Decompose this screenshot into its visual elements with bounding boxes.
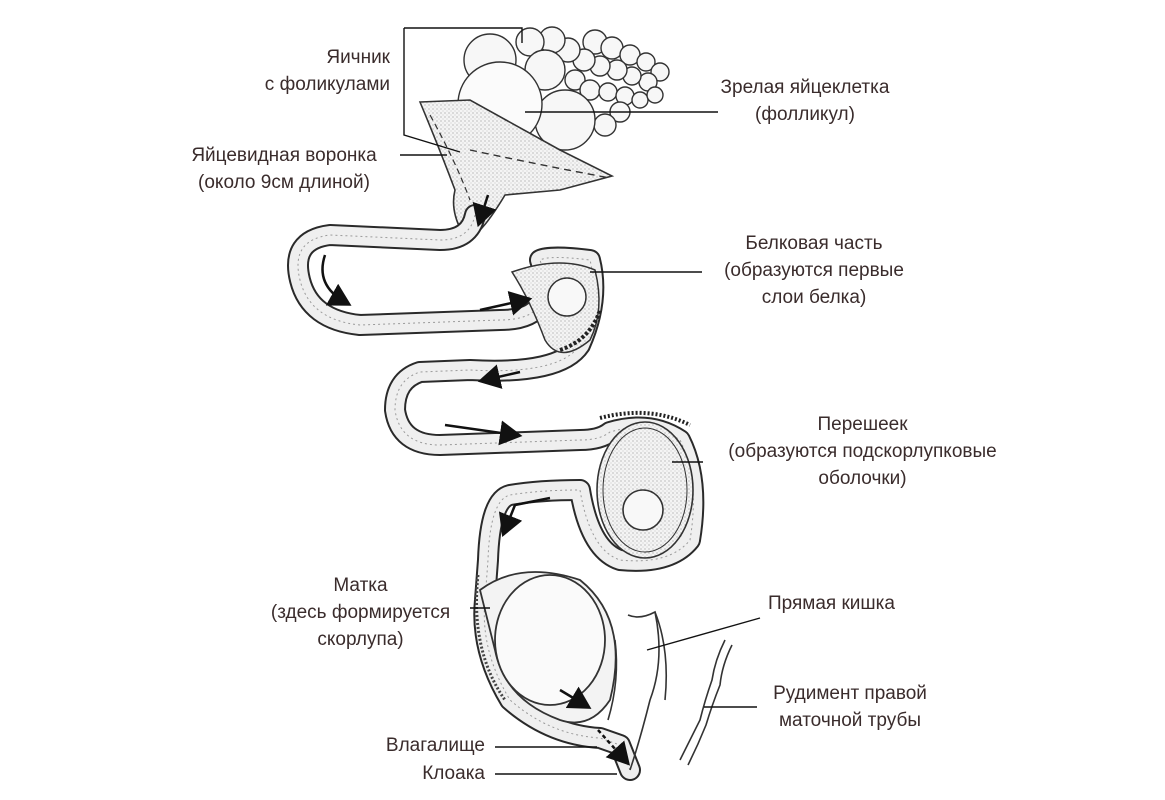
- label-ovary: Яичник с фоликулами: [240, 44, 390, 98]
- label-rectum-line1: Прямая кишка: [768, 593, 895, 614]
- label-ovary-line2: с фоликулами: [264, 74, 390, 95]
- leader-lines: [400, 27, 761, 775]
- infundibulum-funnel: [418, 99, 615, 233]
- label-mature-egg: Зрелая яйцеклетка (фолликул): [695, 74, 915, 128]
- label-uterus-line2: (здесь формируется: [270, 602, 451, 623]
- label-infundibulum: Яйцевидная воронка (около 9см длиной): [168, 142, 400, 196]
- albumen-egg: [510, 262, 602, 354]
- label-isthmus-line3: оболочки): [818, 468, 907, 489]
- label-vestigial-line2: маточной трубы: [778, 710, 921, 731]
- label-isthmus: Перешеек (образуются подскорлупковые обо…: [690, 411, 1035, 492]
- leader-ovary: [404, 27, 523, 43]
- isthmus-egg: [596, 410, 694, 559]
- label-vagina-line1: Влагалище: [385, 735, 485, 756]
- label-mature-egg-line1: Зрелая яйцеклетка: [720, 77, 890, 98]
- label-albumen-line2: (образуются первые: [724, 260, 904, 281]
- label-uterus: Матка (здесь формируется скорлупа): [248, 572, 473, 653]
- flow-arrows: [321, 194, 631, 766]
- leader-rectum: [646, 617, 761, 651]
- label-mature-egg-line2: (фолликул): [755, 104, 855, 125]
- label-cloaca-line1: Клоака: [422, 763, 485, 784]
- rectum: [607, 610, 667, 771]
- label-vestigial-line1: Рудимент правой: [773, 683, 927, 704]
- label-infundibulum-line2: (около 9см длиной): [198, 172, 370, 193]
- label-isthmus-line2: (образуются подскорлупковые: [728, 441, 997, 462]
- label-infundibulum-line1: Яйцевидная воронка: [191, 145, 377, 166]
- label-cloaca: Клоака: [330, 760, 485, 787]
- label-isthmus-line1: Перешеек: [817, 414, 908, 435]
- label-albumen-line1: Белковая часть: [745, 233, 883, 254]
- label-albumen-line3: слои белка): [761, 287, 867, 308]
- label-rectum: Прямая кишка: [768, 590, 948, 617]
- label-vestigial-oviduct: Рудимент правой маточной трубы: [750, 680, 950, 734]
- leader-ovary-funnel: [403, 28, 461, 153]
- uterus-egg: [475, 571, 617, 724]
- label-vagina: Влагалище: [330, 732, 485, 759]
- oviduct-tube-texture: [297, 214, 694, 771]
- label-uterus-line3: скорлупа): [317, 629, 404, 650]
- label-ovary-line1: Яичник: [326, 47, 390, 68]
- label-uterus-line1: Матка: [333, 575, 388, 596]
- label-albumen: Белковая часть (образуются первые слои б…: [698, 230, 930, 311]
- vestigial-oviduct: [679, 639, 733, 766]
